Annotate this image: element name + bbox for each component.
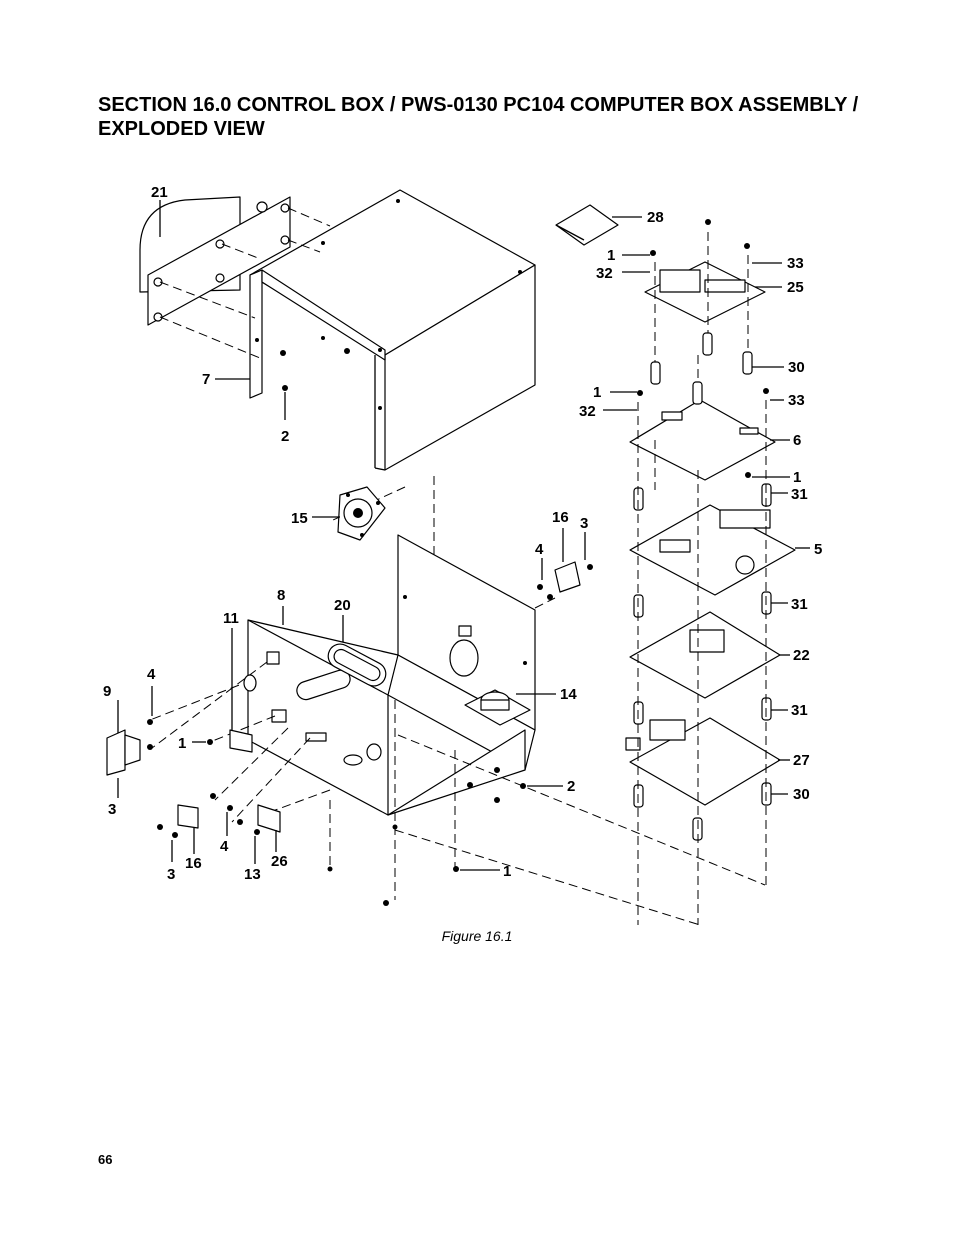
callout-16-right: 16 — [552, 509, 569, 526]
callout-15: 15 — [291, 510, 308, 527]
callout-4-bottom: 4 — [220, 838, 229, 855]
fan-guard-21 — [139, 196, 291, 326]
board-27 — [625, 717, 781, 806]
callout-9: 9 — [103, 683, 111, 700]
callout-31-a: 31 — [791, 486, 808, 503]
callout-6: 6 — [793, 432, 801, 449]
grommet-20 — [327, 643, 387, 687]
callout-30-bottom: 30 — [793, 786, 810, 803]
figure-caption: Figure 16.1 — [441, 928, 513, 944]
callout-1-right: 1 — [793, 469, 801, 486]
chassis-dashed-guides — [149, 597, 766, 926]
connector-16-left — [157, 793, 216, 838]
connector-16-right — [537, 561, 593, 600]
callout-20: 20 — [334, 597, 351, 614]
callout-26: 26 — [271, 853, 288, 870]
connector-26 — [227, 743, 382, 835]
callout-1-top: 1 — [607, 247, 615, 264]
connector-11 — [207, 674, 257, 753]
callout-33-top: 33 — [787, 255, 804, 272]
section-title: SECTION 16.0 CONTROL BOX / PWS-0130 PC10… — [98, 94, 859, 140]
page-number: 66 — [98, 1152, 113, 1167]
callout-8: 8 — [277, 587, 285, 604]
callout-numbers: 21 7 2 15 8 11 20 9 4 1 3 16 3 4 13 26 1… — [103, 184, 822, 883]
board-stack-dashed-guides — [637, 232, 767, 925]
callout-32-mid: 32 — [579, 403, 596, 420]
chassis-bottom-screws — [327, 767, 526, 906]
board-22 — [629, 611, 781, 699]
callout-16-left: 16 — [185, 855, 202, 872]
callout-1-left: 1 — [178, 735, 186, 752]
ram-module-28 — [555, 204, 619, 246]
board-6 — [629, 388, 776, 481]
connector-9 — [106, 719, 153, 776]
cover-7 — [249, 189, 536, 471]
callout-5: 5 — [814, 541, 822, 558]
callout-7: 7 — [202, 371, 210, 388]
callout-31-c: 31 — [791, 702, 808, 719]
callout-14: 14 — [560, 686, 577, 703]
callout-4-right: 4 — [535, 541, 544, 558]
callout-22: 22 — [793, 647, 810, 664]
callout-21: 21 — [151, 184, 168, 201]
callout-3-right: 3 — [580, 515, 588, 532]
board-5 — [629, 504, 796, 596]
leader-lines — [117, 200, 810, 871]
board-25 — [644, 219, 766, 323]
callout-13: 13 — [244, 866, 261, 883]
callout-33-mid: 33 — [788, 392, 805, 409]
callout-4-left: 4 — [147, 666, 156, 683]
callout-1-mid: 1 — [593, 384, 601, 401]
callout-3-bottom: 3 — [167, 866, 175, 883]
callout-3-left: 3 — [108, 801, 116, 818]
callout-28: 28 — [647, 209, 664, 226]
callout-2-top: 2 — [281, 428, 289, 445]
callout-1-bottom: 1 — [503, 863, 511, 880]
chassis-8 — [247, 534, 536, 816]
callout-30-top: 30 — [788, 359, 805, 376]
callout-31-b: 31 — [791, 596, 808, 613]
callout-32-top: 32 — [596, 265, 613, 282]
callout-27: 27 — [793, 752, 810, 769]
callout-2-bottom: 2 — [567, 778, 575, 795]
callout-11: 11 — [223, 610, 239, 627]
buzzer-14 — [464, 689, 531, 726]
fan-15 — [337, 486, 386, 541]
screws-2-top — [280, 348, 350, 420]
callout-25: 25 — [787, 279, 804, 296]
